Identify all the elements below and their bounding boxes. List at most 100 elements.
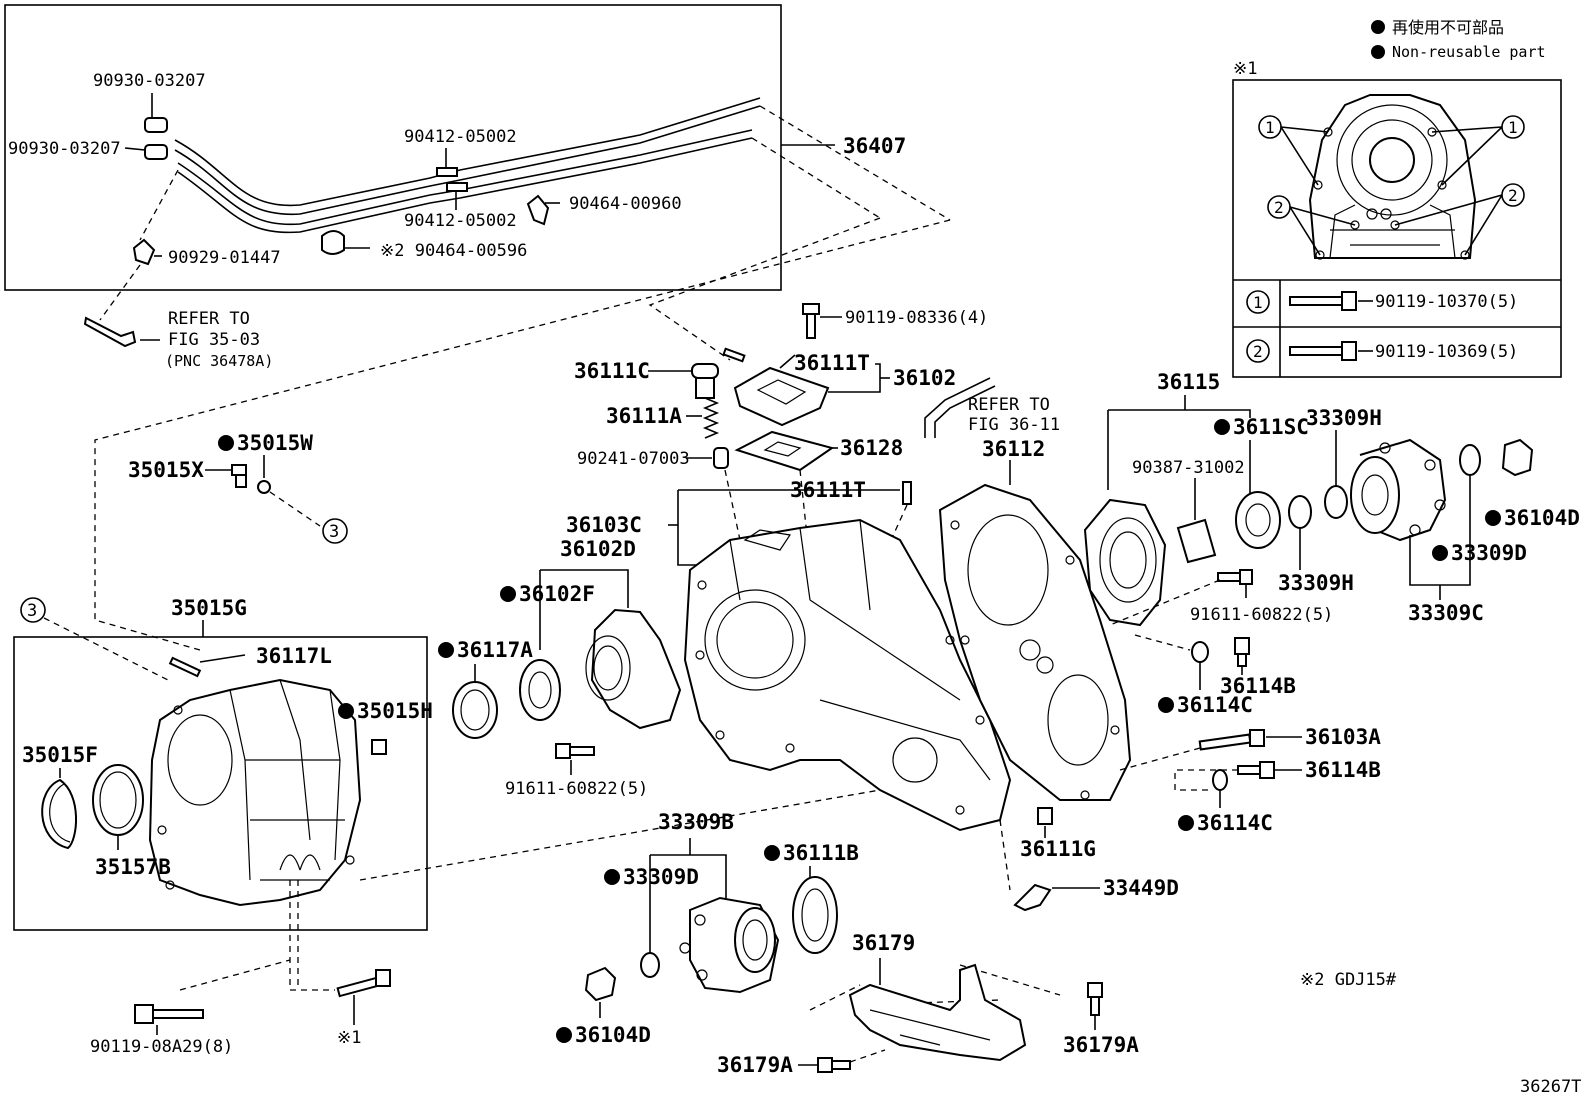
rear-case-box: 3 36117L 35015H 35015F 35157B <box>13 597 433 931</box>
part-label-labels-p36104D2: 36104D <box>575 1023 651 1047</box>
part-label-labels-figno: 36267T <box>1520 1077 1581 1097</box>
part-label-labels-p90119_8: 90119-08A29(8) <box>90 1037 233 1057</box>
part-label-labels-p33309C: 33309C <box>1408 601 1484 625</box>
part-label-refs-ref2-1: FIG 36-11 <box>968 415 1060 435</box>
non-reusable-dot-icon <box>604 869 620 885</box>
retainer <box>1083 498 1167 627</box>
part-label-inset-markers-1: 2 <box>1274 198 1284 217</box>
bolt-icon <box>231 464 247 488</box>
flange-lower <box>679 896 780 994</box>
housing-top-view <box>1308 94 1477 260</box>
part-label-labels-p91611a: 91611-60822(5) <box>505 779 648 799</box>
part-label-labels-p90930a: 90930-03207 <box>93 71 206 91</box>
non-reusable-dot-icon <box>500 586 516 602</box>
bolt-icon <box>1237 761 1275 779</box>
part-label-labels-p35015F: 35015F <box>22 743 98 767</box>
part-label-labels-p90119_4: 90119-08336(4) <box>845 308 988 328</box>
part-label-inset-rows-1-part: 90119-10369(5) <box>1375 342 1518 362</box>
skid-bracket <box>848 963 1027 1062</box>
part-label-inset-rows-0-num: 1 <box>1253 293 1263 312</box>
part-label-refs-ref2-0: REFER TO <box>968 395 1050 415</box>
part-label-labels-p36102F: 36102F <box>519 582 595 606</box>
non-reusable-dot-icon <box>1371 20 1385 34</box>
part-label-circle_ref: 3 <box>27 601 37 621</box>
breather-plug-icon <box>691 363 719 399</box>
part-label-labels-p36117L: 36117L <box>256 644 332 668</box>
case-cover <box>938 483 1132 801</box>
non-reusable-dot-icon <box>1178 815 1194 831</box>
part-label-labels-p90412a: 90412-05002 <box>404 127 517 147</box>
non-reusable-dot-icon <box>218 435 234 451</box>
bolt-icon <box>817 1057 851 1073</box>
part-label-labels-p36114C1: 36114C <box>1177 693 1253 717</box>
bolt-icon <box>1198 729 1265 751</box>
hose-fitting-icon <box>132 117 550 266</box>
non-reusable-dot-icon <box>338 703 354 719</box>
part-label-labels-p36102D: 36102D <box>560 537 636 561</box>
legend-jp: 再使用不可部品 <box>1392 18 1504 37</box>
part-label-labels-p36102: 36102 <box>893 366 956 390</box>
non-reusable-dot-icon <box>1158 697 1174 713</box>
non-reusable-dot-icon <box>1485 510 1501 526</box>
part-label-labels-p33309D2: 33309D <box>623 865 699 889</box>
part-label-labels-note2: ※2 GDJ15# <box>1300 970 1397 990</box>
part-label-labels-pnote1: ※1 <box>337 1028 361 1048</box>
part-label-labels-p35015G: 35015G <box>171 596 247 620</box>
part-label-inset-rows-1-num: 2 <box>1253 342 1263 361</box>
part-label-labels-p33309B: 33309B <box>658 810 734 834</box>
transfer-case <box>683 518 1012 832</box>
bolt-icon <box>1217 569 1253 585</box>
part-label-labels-p90464a: 90464-00960 <box>569 194 682 214</box>
part-label-labels-p90929: 90929-01447 <box>168 248 281 268</box>
part-label-labels-p33309H2: 33309H <box>1278 571 1354 595</box>
part-label-labels-p91611b: 91611-60822(5) <box>1190 605 1333 625</box>
part-label-labels-p33309D1: 33309D <box>1451 541 1527 565</box>
part-label-labels-p36104D1: 36104D <box>1504 506 1580 530</box>
non-reusable-dot-icon <box>1214 419 1230 435</box>
bolt-icon <box>1289 291 1357 311</box>
part-label-labels-p33449D: 33449D <box>1103 876 1179 900</box>
bolt-icon <box>555 743 595 759</box>
inset-box: ※1 1 1 2 <box>1232 59 1562 378</box>
inset-title: ※1 <box>1233 59 1257 79</box>
extension-housing <box>585 608 682 730</box>
bolt-icon <box>134 1004 204 1024</box>
non-reusable-dot-icon <box>556 1027 572 1043</box>
bolt-icon <box>336 969 391 998</box>
bolt-icon <box>1289 341 1357 361</box>
part-label-labels-p36179: 36179 <box>852 931 915 955</box>
part-label-labels-p36103A: 36103A <box>1305 725 1381 749</box>
non-reusable-dot-icon <box>1371 45 1385 59</box>
part-label-labels-p36111C: 36111C <box>574 359 650 383</box>
refer-fig-35-03: REFER TO FIG 35-03 (PNC 36478A) <box>83 264 273 370</box>
part-label-labels-p36179A1: 36179A <box>717 1053 793 1077</box>
part-label-inset-markers-0: 1 <box>1265 118 1275 137</box>
part-label-inset-markers-0: 1 <box>1508 118 1518 137</box>
part-label-labels-p36111T1: 36111T <box>794 351 870 375</box>
part-label-inset-markers-1: 2 <box>1508 186 1518 205</box>
part-label-refs-ref1-0: REFER TO <box>168 309 250 329</box>
non-reusable-dot-icon <box>764 845 780 861</box>
part-label-labels-p36114C2: 36114C <box>1197 811 1273 835</box>
hose-assembly-box: 90930-03207 90930-03207 90412-05002 9041… <box>4 4 951 291</box>
part-label-labels-p36115: 36115 <box>1157 370 1220 394</box>
part-label-inset-rows-0-part: 90119-10370(5) <box>1375 292 1518 312</box>
part-label-labels-p36179A2: 36179A <box>1063 1033 1139 1057</box>
part-label-labels-p36128: 36128 <box>840 436 903 460</box>
part-label-labels-p90412b: 90412-05002 <box>404 211 517 231</box>
part-label-labels-p35015W: 35015W <box>237 431 313 455</box>
part-label-labels-p36117A: 36117A <box>457 638 533 662</box>
part-label-labels-p35157B: 35157B <box>95 855 171 879</box>
bolt-icon <box>802 303 820 339</box>
part-label-refs-ref1-1: FIG 35-03 <box>168 330 260 350</box>
legend-en: Non-reusable part <box>1392 43 1546 61</box>
part-label-labels-p36407: 36407 <box>843 134 906 158</box>
part-label-labels-p3611SC: 3611SC <box>1233 415 1309 439</box>
part-label-labels-p36103C: 36103C <box>566 513 642 537</box>
part-label-labels-p33309H1: 33309H <box>1306 406 1382 430</box>
refer-fig-36-11: REFER TO FIG 36-11 <box>924 377 1060 438</box>
part-label-labels-p90464b: ※2 90464-00596 <box>380 241 527 261</box>
part-label-labels-p36114B2: 36114B <box>1305 758 1381 782</box>
part-label-labels-p36111A: 36111A <box>606 404 682 428</box>
